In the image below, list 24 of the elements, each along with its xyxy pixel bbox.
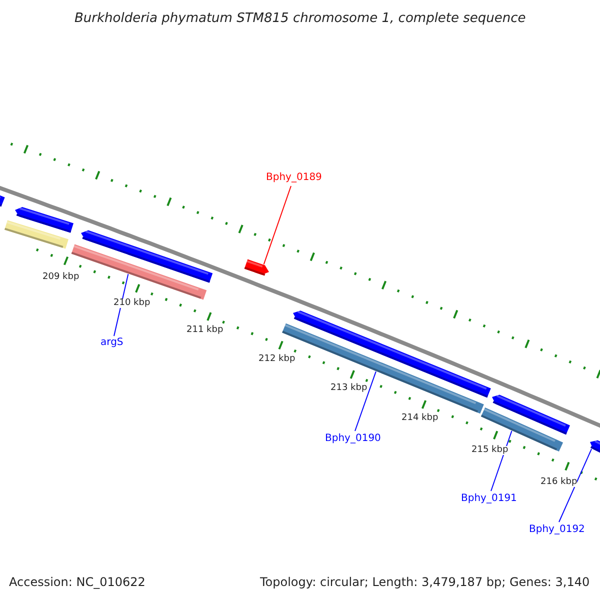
gene-block bbox=[4, 220, 68, 249]
tick-label: 214 kbp bbox=[402, 414, 438, 422]
tick-label: 213 kbp bbox=[330, 384, 368, 392]
gene-label: argS bbox=[100, 338, 124, 348]
tick-label: 216 kbp bbox=[540, 478, 578, 486]
gene-label: Bphy_0192 bbox=[529, 525, 585, 535]
leader-line bbox=[114, 274, 129, 336]
gene-label: Bphy_0190 bbox=[325, 434, 381, 444]
leader-line bbox=[558, 448, 592, 522]
accession-text: Accession: NC_010622 bbox=[9, 576, 146, 588]
gene-label: Bphy_0189 bbox=[266, 173, 322, 183]
tick-label: 209 kbp bbox=[42, 272, 80, 282]
tick-label: 210 kbp bbox=[114, 298, 150, 308]
leader-line bbox=[263, 186, 292, 265]
leader-line bbox=[354, 371, 376, 432]
tick-label: 212 kbp bbox=[258, 354, 296, 364]
gene-label: Bphy_0191 bbox=[461, 494, 517, 504]
gene-block bbox=[0, 194, 5, 207]
tick-label: 211 kbp bbox=[186, 326, 224, 334]
gene-block bbox=[590, 440, 600, 454]
diagram-title: Burkholderia phymatum STM815 chromosome 1, complete sequence bbox=[74, 12, 526, 24]
sequence-info-text: Topology: circular; Length: 3,479,187 bp; Genes: 3,140 bbox=[260, 576, 590, 588]
tick-label: 215 kbp bbox=[472, 446, 508, 454]
gene-block bbox=[244, 259, 269, 276]
